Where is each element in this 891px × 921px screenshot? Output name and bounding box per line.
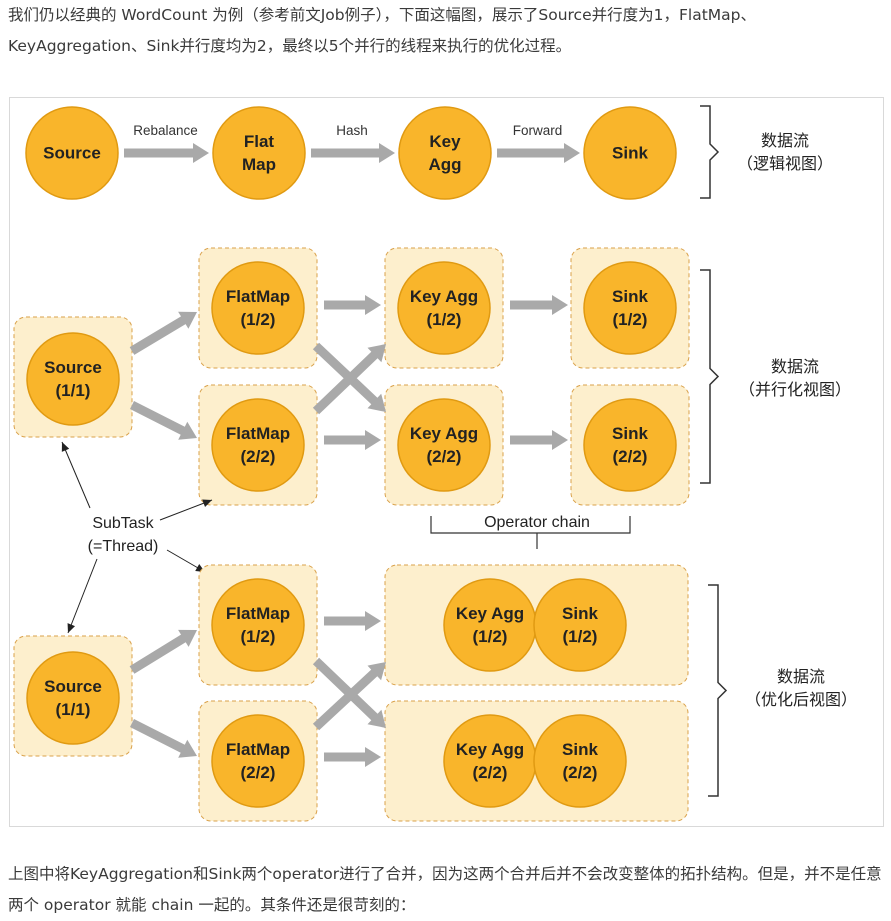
keyagg-node-text: Key Agg [410,424,478,443]
sink-node [583,261,677,355]
logical-edge-arrow [497,143,580,163]
sink-node-text: (2/2) [563,763,598,782]
operator-chain-label: Operator chain [484,514,590,531]
source-to-flatmap-arrow [130,401,197,440]
flatmap-node-text: (2/2) [241,763,276,782]
sink-node [583,398,677,492]
flatmap-node [211,578,305,672]
source-node-text: Source [44,358,102,377]
subtask-label-text: (=Thread) [88,538,159,555]
hash-cross-arrow [312,662,386,731]
logical-node-text: Map [242,155,276,174]
sink-node-text: Sink [562,740,598,759]
flatmap-to-keyagg-arrow [324,430,381,450]
sink-node-text: Sink [562,604,598,623]
flatmap-node [211,714,305,808]
keyagg-node-text: Key Agg [456,604,524,623]
source-node-text: Source [44,677,102,696]
logical-node-text: Sink [612,144,648,163]
logical-node-text: Key [429,132,461,151]
keyagg-node-text: Key Agg [410,287,478,306]
flatmap-node-text: (1/2) [241,627,276,646]
logical-node [583,106,677,200]
sink-node [533,714,627,808]
sink-node-text: Sink [612,424,648,443]
subtask-pointer [159,499,213,521]
edge-label: Rebalance [133,123,198,138]
flatmap-node-text: (2/2) [241,447,276,466]
flatmap-to-chain-arrow [324,747,381,767]
source-node [26,651,120,745]
keyagg-node [443,714,537,808]
flatmap-node-text: FlatMap [226,287,290,306]
flatmap-node [211,261,305,355]
outro-paragraph: 上图中将KeyAggregation和Sink两个operator进行了合并，因… [8,865,882,914]
logical-node [398,106,492,200]
subtask-pointer-head [67,623,76,633]
flatmap-node-text: FlatMap [226,604,290,623]
source-to-flatmap-arrow [130,719,197,758]
subtask-pointer [61,441,91,509]
keyagg-node-text: (1/2) [473,627,508,646]
source-node-text: (1/1) [56,381,91,400]
flatmap-to-keyagg-arrow [324,295,381,315]
subtask-pointer-head [61,442,70,452]
source-to-flatmap-arrow [129,629,197,674]
sink-node-text: (2/2) [613,447,648,466]
intro-paragraph: 我们仍以经典的 WordCount 为例（参考前文Job例子），下面这幅图，展示… [8,6,756,55]
sink-node-text: Sink [612,287,648,306]
logical-view-label-text: 数据流 [761,131,809,150]
keyagg-node-text: (2/2) [427,447,462,466]
logical-edge-arrow [124,143,209,163]
subtask-label-text: SubTask [92,515,154,532]
operator-chain-bracket [430,516,631,534]
parallel-view-label-text: （并行化视图） [739,380,851,399]
source-to-flatmap-arrow [129,311,197,355]
flatmap-node-text: FlatMap [226,424,290,443]
hash-cross-arrow [312,344,386,415]
edge-label: Forward [513,123,563,138]
operator-chain-label-bg [478,513,596,532]
logical-node-text: Flat [244,132,275,151]
logical-node [212,106,306,200]
logical-node [25,106,119,200]
keyagg-node [397,261,491,355]
edge-label: Hash [336,123,368,138]
subtask-pointer [67,558,98,634]
sink-node-text: (1/2) [563,627,598,646]
logical-edge-arrow [311,143,395,163]
flatmap-node-text: (1/2) [241,310,276,329]
logical-node-text: Agg [428,155,461,174]
subtask-pointer-head [202,499,212,507]
keyagg-node [397,398,491,492]
sink-node-text: (1/2) [613,310,648,329]
keyagg-node-text: (2/2) [473,763,508,782]
keyagg-node-text: Key Agg [456,740,524,759]
source-node [26,332,120,426]
parallel-view-label-text: 数据流 [771,357,819,376]
logical-view-brace [700,105,720,199]
logical-view-label-text: （逻辑视图） [737,154,833,173]
optimized-view-label-text: 数据流 [777,667,825,686]
logical-node-text: Source [43,144,101,163]
keyagg-node [443,578,537,672]
keyagg-to-sink-arrow [510,295,568,315]
keyagg-to-sink-arrow [510,430,568,450]
flatmap-node-text: FlatMap [226,740,290,759]
keyagg-node-text: (1/2) [427,310,462,329]
optimized-view-brace [708,584,728,797]
flatmap-node [211,398,305,492]
parallel-view-brace [700,269,720,484]
sink-node [533,578,627,672]
optimized-view-label-text: （优化后视图） [745,690,857,709]
flatmap-to-chain-arrow [324,611,381,631]
source-node-text: (1/1) [56,700,91,719]
